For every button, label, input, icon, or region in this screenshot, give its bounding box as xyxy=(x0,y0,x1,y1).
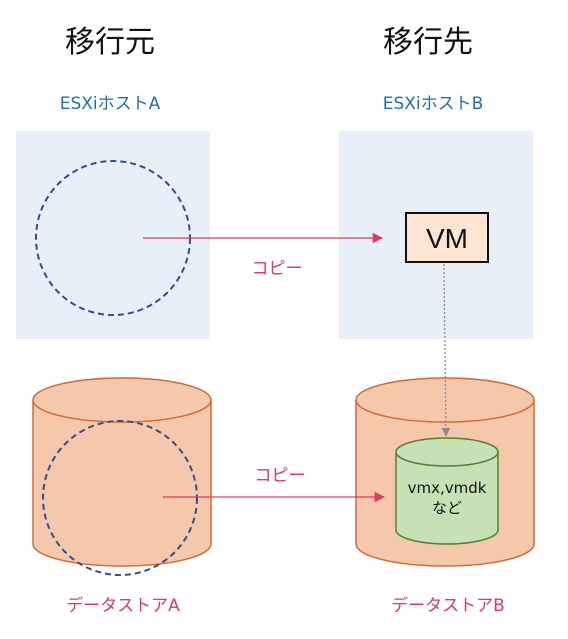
vm-files-label-line1: vmx,vmdk xyxy=(408,479,487,497)
vm-label: VM xyxy=(426,223,468,254)
destination-title: 移行先 xyxy=(383,25,473,60)
destination-datastore-label: データストアB xyxy=(391,595,505,616)
datastore-copy-label: コピー xyxy=(255,466,306,486)
source-host-label: ESXiホストA xyxy=(60,94,161,114)
vm-to-files-arrow xyxy=(441,263,451,437)
source-title: 移行元 xyxy=(65,25,155,60)
source-host-box xyxy=(16,131,210,339)
source-datastore-cylinder xyxy=(32,377,212,567)
source-datastore-label: データストアA xyxy=(66,595,180,616)
host-copy-label: コピー xyxy=(252,259,303,279)
vm-box xyxy=(405,212,489,263)
vm-files-label-line2: など xyxy=(432,499,462,517)
destination-host-label: ESXiホストB xyxy=(383,94,484,114)
source-files-placeholder-circle xyxy=(42,420,198,576)
vm-files-cylinder xyxy=(395,437,499,545)
